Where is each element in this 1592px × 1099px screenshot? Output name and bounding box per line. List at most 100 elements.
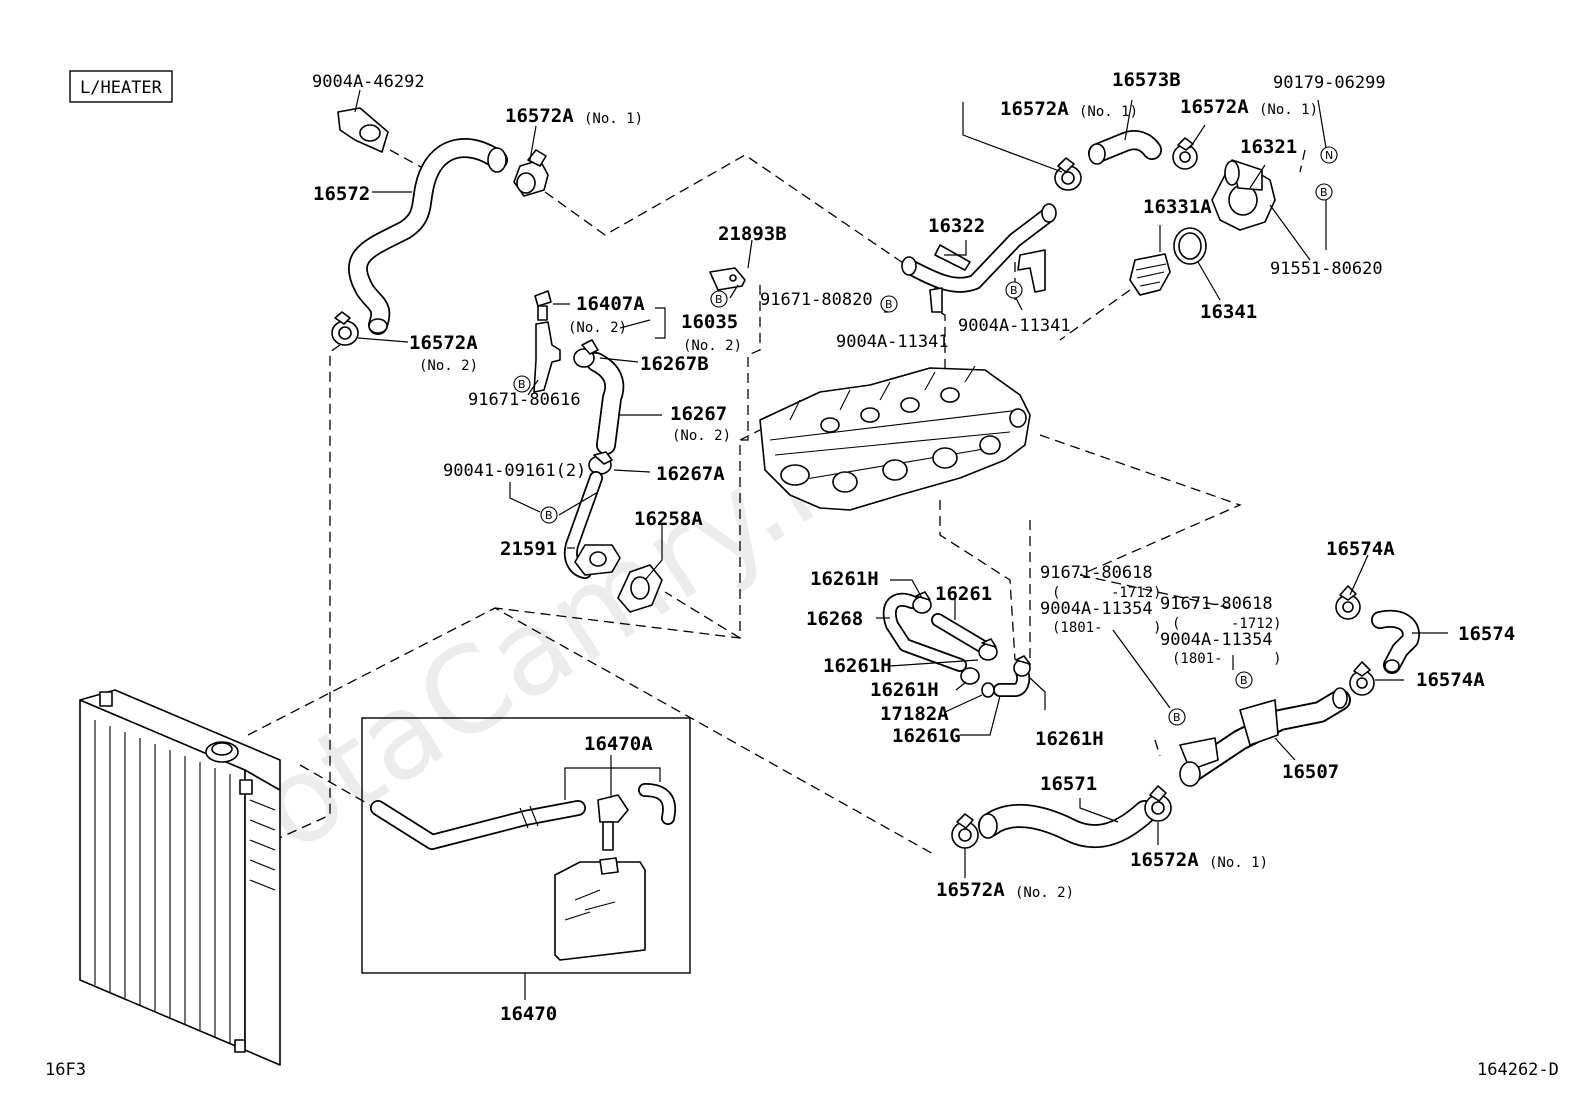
clamp-16572a-bottom-1 (1144, 785, 1172, 822)
label-16574: 16574 (1458, 623, 1515, 645)
label-16407a: 16407A (576, 293, 645, 315)
clamp-16572a-top (513, 149, 549, 197)
label-16572a-left: 16572A (409, 332, 478, 354)
label-91671-80618-a-range: ( -1712) (1052, 585, 1162, 601)
clamp-16572a-bottom-2 (951, 813, 979, 849)
label-16572a-r1-no: (No. 1) (1079, 104, 1138, 120)
label-16268: 16268 (806, 608, 863, 630)
label-16261h-a: 16261H (810, 568, 879, 590)
label-16331a: 16331A (1143, 196, 1212, 218)
label-16261h-c: 16261H (870, 679, 939, 701)
nut-symbol: N (1320, 146, 1338, 164)
label-16572a-r2: 16572A (1180, 96, 1249, 118)
label-16322: 16322 (928, 215, 985, 237)
label-21591: 21591 (500, 538, 557, 560)
clamp-16261h-b (978, 638, 998, 661)
svg-text:B: B (1173, 711, 1181, 724)
svg-text:B: B (715, 293, 723, 306)
hose-16572 (347, 138, 508, 335)
label-16572a-top-no: (No. 1) (584, 111, 643, 127)
svg-text:B: B (545, 509, 553, 522)
clamp-16574a-bottom (1349, 661, 1375, 696)
label-16321: 16321 (1240, 136, 1297, 158)
label-91551-80620: 91551-80620 (1270, 259, 1383, 279)
gasket-16341 (1173, 227, 1207, 265)
label-16267b: 16267B (640, 353, 709, 375)
label-91671-80618-b: 91671-80618 (1160, 594, 1273, 614)
label-16035: 16035 (681, 311, 738, 333)
label-16572a-top: 16572A (505, 105, 574, 127)
label-16572a-r1: 16572A (1000, 98, 1069, 120)
label-17182a: 17182A (880, 703, 949, 725)
label-91671-80820: 91671-80820 (760, 290, 873, 310)
hose-16574 (1371, 609, 1420, 674)
label-16572a-r2-no: (No. 1) (1259, 102, 1318, 118)
label-91671-80618-b-range: ( -1712) (1172, 616, 1282, 632)
label-9004a-11354-a: 9004A-11354 (1040, 599, 1153, 619)
label-16035-no: (No. 2) (683, 338, 742, 354)
hose-16261g (981, 665, 1031, 698)
assembly-dashed-lines (247, 149, 1306, 856)
footer-page-code: 16F3 (45, 1060, 86, 1080)
overflow-hose (370, 800, 586, 850)
bolt-symbol-7: B (1235, 671, 1253, 689)
clamp-16261h-a (912, 591, 932, 614)
label-21893b: 21893B (718, 223, 787, 245)
label-16267a: 16267A (656, 463, 725, 485)
svg-text:N: N (1325, 149, 1333, 162)
water-outlet-16321 (1211, 159, 1276, 231)
label-16572a-b2: 16572A (936, 879, 1005, 901)
reserve-tank (554, 857, 646, 961)
hose-16573b (1088, 130, 1162, 165)
label-16258a: 16258A (634, 508, 703, 530)
label-16573b: 16573B (1112, 69, 1181, 91)
clamp-16261h-d (1013, 655, 1031, 677)
reserve-tank-box (361, 717, 691, 974)
clamp-16574a-top (1335, 585, 1361, 620)
label-16261: 16261 (935, 583, 992, 605)
label-16507: 16507 (1282, 761, 1339, 783)
clamp-16267a (588, 451, 613, 475)
label-16267: 16267 (670, 403, 727, 425)
label-16407a-no: (No. 2) (568, 320, 627, 336)
label-16267-no: (No. 2) (672, 428, 731, 444)
clamp-9004a-46292 (337, 107, 389, 153)
label-16261g: 16261G (892, 725, 961, 747)
label-9004a-11341-b: 9004A-11341 (836, 332, 949, 352)
bolt-symbol-8: B (1168, 708, 1186, 726)
label-16572a-b2-no: (No. 2) (1015, 885, 1074, 901)
bolt-symbol-4: B (880, 295, 898, 313)
radiator (79, 689, 281, 1066)
label-16261h-b: 16261H (823, 655, 892, 677)
section-tag-box (69, 70, 173, 103)
clamp-16572a-left (331, 311, 359, 346)
label-16572a-b1-no: (No. 1) (1209, 855, 1268, 871)
thermostat-16331a (1129, 253, 1171, 296)
label-91671-80618-a: 91671-80618 (1040, 563, 1153, 583)
bracket-16035 (533, 321, 561, 393)
bolt-symbol-5: B (1005, 281, 1023, 299)
cylinder-head (759, 365, 1031, 511)
clamp-16261h-c (960, 667, 980, 685)
hose-16261 (931, 613, 992, 655)
bolt-symbol-1: B (710, 290, 728, 308)
clamp-16572a-right-1 (1054, 157, 1082, 191)
label-16572a-left-no: (No. 2) (419, 358, 478, 374)
hose-16268 (882, 592, 967, 672)
label-16470: 16470 (500, 1003, 557, 1025)
leader-lines (354, 89, 1448, 1000)
inlet-16470a (597, 783, 676, 851)
label-16261h-d: 16261H (1035, 728, 1104, 750)
hose-16571 (978, 800, 1157, 849)
label-16571: 16571 (1040, 773, 1097, 795)
label-16574a-bottom: 16574A (1416, 669, 1485, 691)
water-inlet-16507 (1179, 687, 1351, 787)
pipe-21591 (563, 471, 621, 579)
union-16407a (534, 290, 552, 321)
label-90041-09161: 90041-09161(2) (443, 461, 586, 481)
label-91671-80616: 91671-80616 (468, 390, 581, 410)
label-90179-06299: 90179-06299 (1273, 73, 1386, 93)
bolt-symbol-3: B (540, 506, 558, 524)
svg-text:B: B (518, 378, 526, 391)
